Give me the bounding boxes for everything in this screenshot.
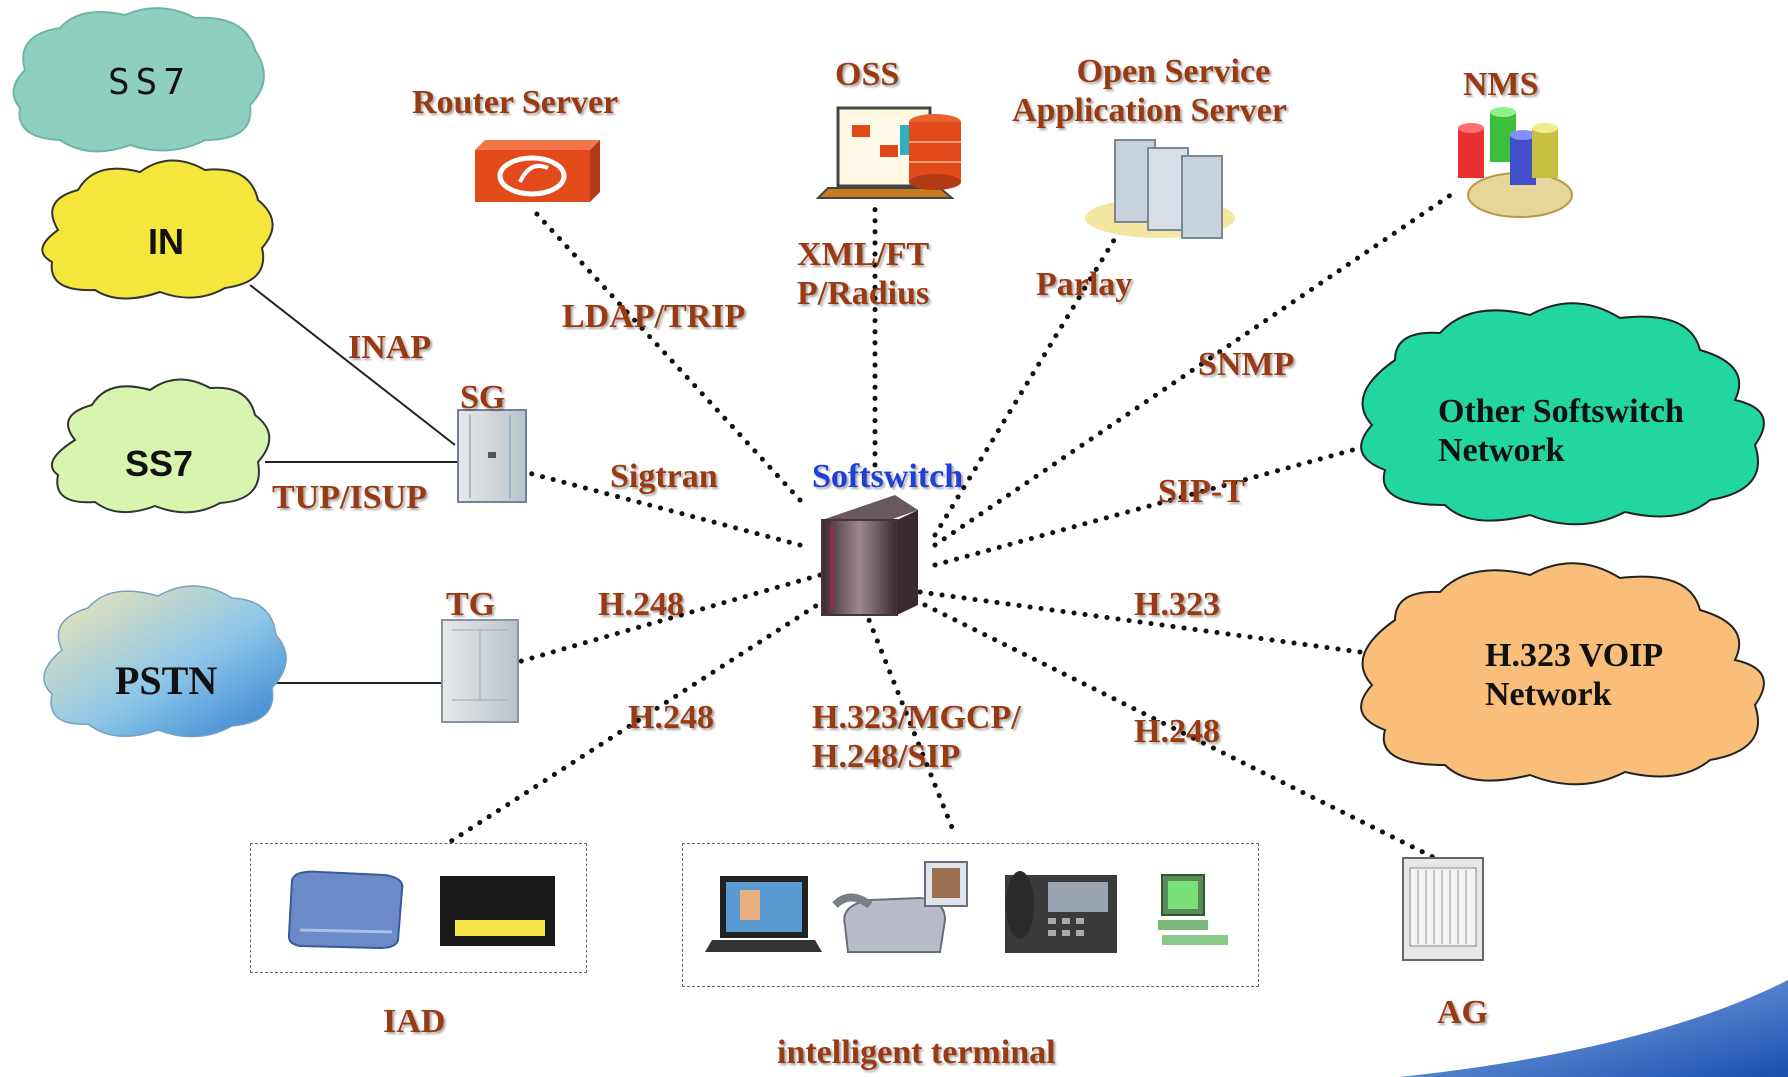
snmp-label: SNMP bbox=[1198, 346, 1295, 383]
ss7-label: SS7 bbox=[125, 443, 194, 484]
ip-phone-icon bbox=[1005, 871, 1117, 953]
iad-box bbox=[250, 843, 587, 973]
tg-label: TG bbox=[446, 586, 496, 623]
intelligent-terminal-label: intelligent terminal bbox=[777, 1034, 1056, 1071]
h248-ag-label: H.248 bbox=[1134, 713, 1220, 750]
cloud-h323-voip bbox=[1360, 562, 1765, 786]
h248-iad-label: H.248 bbox=[628, 699, 714, 736]
h323-mgcp-label: H.323/MGCP/ H.248/SIP bbox=[812, 699, 1021, 776]
nms-database-icon bbox=[1458, 107, 1573, 218]
tg-rack-icon bbox=[441, 619, 519, 723]
tup-isup-label: TUP/ISUP bbox=[272, 479, 427, 516]
application-server-icon bbox=[1085, 139, 1235, 239]
in-label: IN bbox=[148, 221, 184, 262]
softswitch-label: Softswitch bbox=[812, 458, 964, 495]
nms-label: NMS bbox=[1463, 66, 1539, 103]
open-service-label: Open Service Application Server bbox=[1012, 53, 1287, 130]
sip-t-label: SIP-T bbox=[1158, 473, 1245, 510]
iad-box-icon bbox=[440, 876, 555, 946]
h323-voip-label: H.323 VOIP Network bbox=[1485, 637, 1664, 714]
h248-tg-label: H.248 bbox=[598, 586, 684, 623]
terminal-box bbox=[682, 843, 1259, 987]
oss-label: OSS bbox=[835, 56, 900, 93]
corner-swoosh bbox=[1400, 980, 1788, 1077]
router-server-icon bbox=[475, 140, 600, 202]
router-server-label: Router Server bbox=[412, 84, 619, 121]
iad-device-group bbox=[287, 870, 555, 950]
cloud-ss7 bbox=[50, 378, 271, 514]
xml-ftp-label: XML/FT P/Radius bbox=[797, 236, 930, 313]
other-softswitch-label: Other Softswitch Network bbox=[1438, 393, 1684, 470]
parlay-label: Parlay bbox=[1036, 266, 1133, 303]
dotted-links bbox=[442, 189, 1458, 861]
oss-laptop-icon bbox=[815, 106, 961, 199]
sg-rack-icon bbox=[457, 409, 527, 503]
h323-label: H.323 bbox=[1134, 586, 1220, 623]
ag-label: AG bbox=[1437, 994, 1488, 1031]
desktop-pc-icon bbox=[1158, 874, 1228, 945]
cloud-ss7-top bbox=[12, 7, 265, 153]
cloud-pstn bbox=[43, 585, 287, 738]
inap-label: INAP bbox=[348, 329, 432, 366]
cloud-other-softswitch bbox=[1360, 302, 1765, 526]
laptop-icon bbox=[705, 876, 822, 952]
cloud-in bbox=[41, 159, 274, 300]
sg-label: SG bbox=[460, 379, 506, 416]
solid-links bbox=[249, 284, 458, 684]
softswitch-icon bbox=[821, 495, 918, 616]
video-phone-icon bbox=[832, 861, 968, 953]
sigtran-label: Sigtran bbox=[610, 458, 718, 495]
modem-icon bbox=[287, 870, 404, 950]
terminal-device-group bbox=[705, 861, 1228, 953]
ss7-top-label: SS7 bbox=[108, 62, 192, 103]
iad-label: IAD bbox=[383, 1003, 446, 1040]
ldap-trip-label: LDAP/TRIP bbox=[562, 298, 746, 335]
ag-rack-icon bbox=[1402, 857, 1484, 961]
pstn-label: PSTN bbox=[115, 658, 218, 703]
